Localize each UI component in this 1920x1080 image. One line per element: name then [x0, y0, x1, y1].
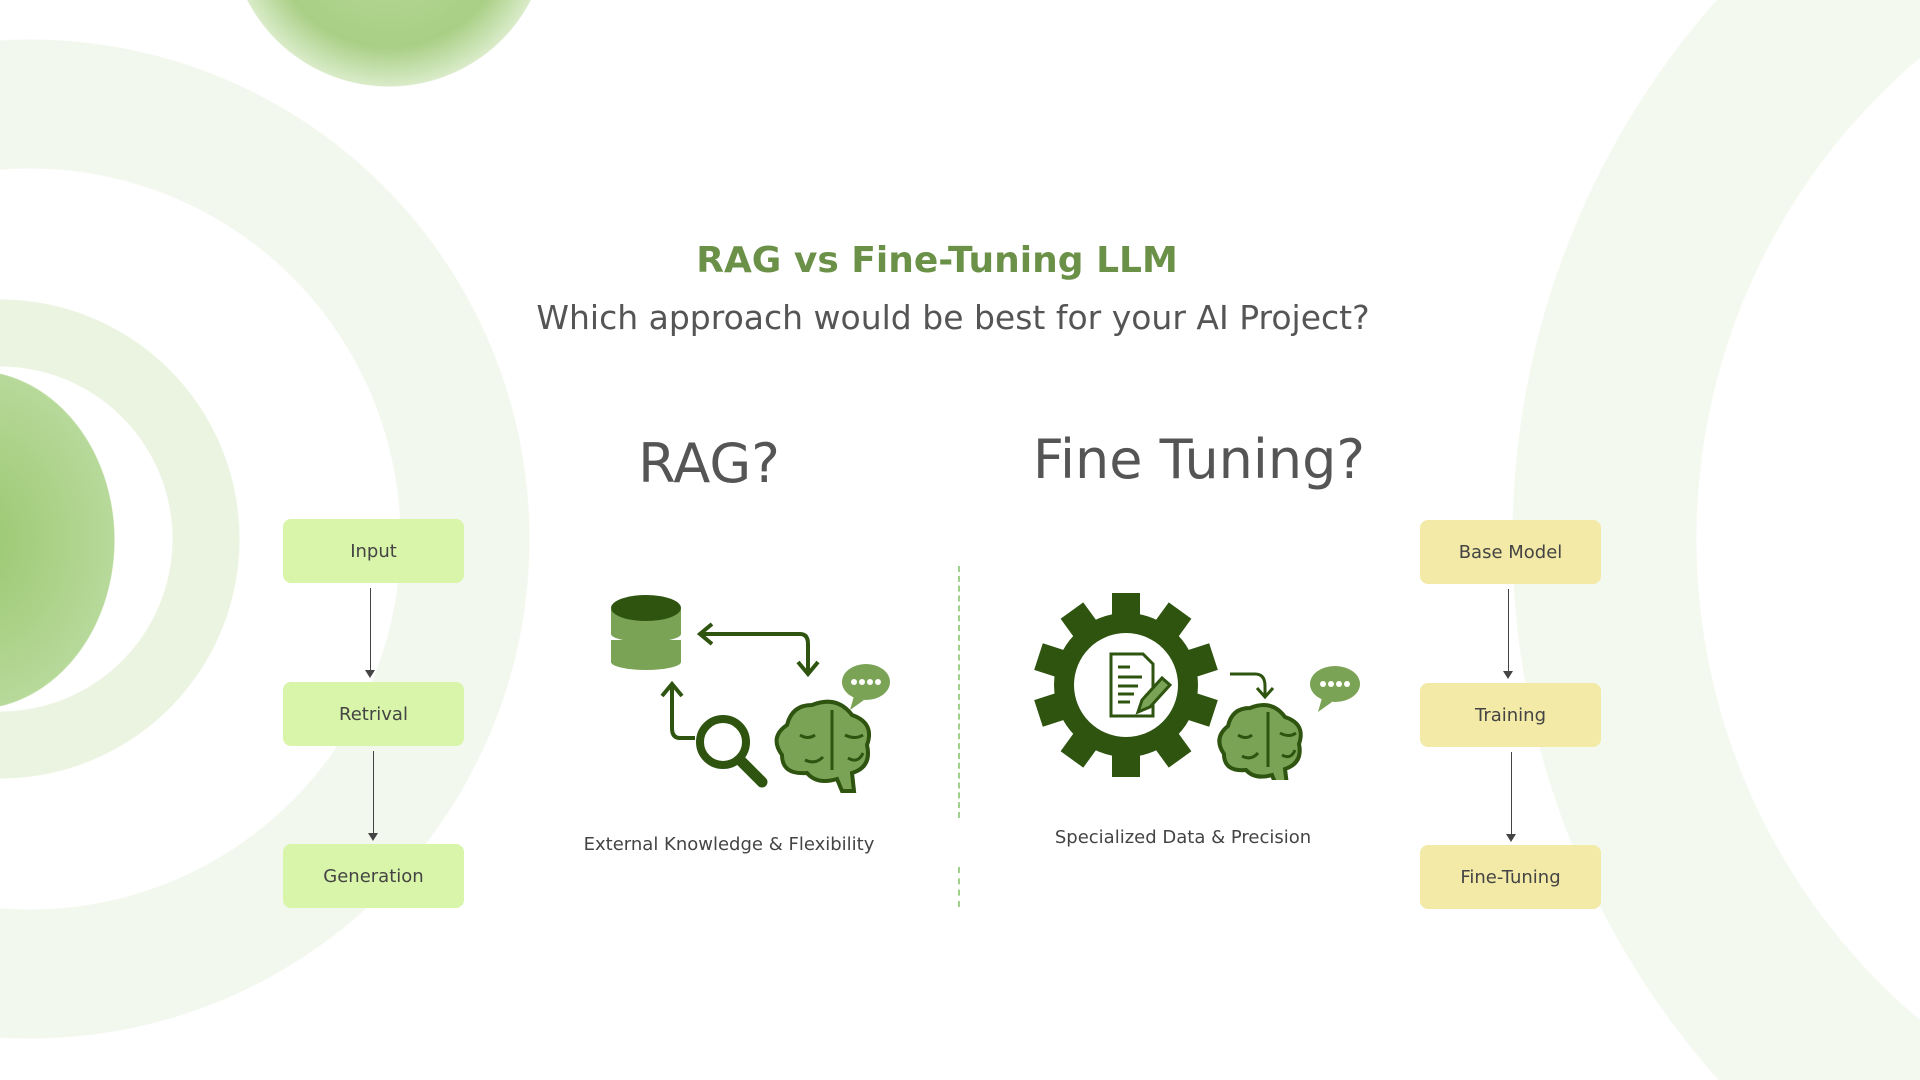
chat-bubble-icon: [1310, 666, 1360, 712]
arrow-down-icon: [1506, 752, 1516, 842]
divider: [958, 867, 960, 907]
rag-caption: External Knowledge & Flexibility: [583, 834, 875, 855]
divider: [958, 566, 960, 818]
document-edit-icon: [1109, 652, 1173, 718]
fine-tuning-caption: Specialized Data & Precision: [1054, 827, 1312, 848]
arrow-down-icon: [368, 751, 378, 841]
ft-step-fine-tuning: Fine-Tuning: [1420, 845, 1601, 909]
arrow-down-icon: [365, 588, 375, 678]
page-title: RAG vs Fine-Tuning LLM: [696, 240, 1178, 281]
rag-step-retrival: Retrival: [283, 682, 464, 746]
rag-heading: RAG?: [638, 432, 780, 495]
brain-icon: [1217, 703, 1303, 780]
rag-step-input: Input: [283, 519, 464, 583]
arrow-down-icon: [1503, 589, 1513, 679]
rag-illustration: [611, 595, 890, 793]
fine-tuning-heading: Fine Tuning?: [1032, 428, 1366, 491]
ft-step-base-model: Base Model: [1420, 520, 1601, 584]
bidirectional-arrow-icon: [660, 622, 820, 740]
rag-step-generation: Generation: [283, 844, 464, 908]
search-icon: [696, 715, 768, 788]
page-subtitle: Which approach would be best for your AI…: [536, 298, 1370, 337]
database-icon: [611, 595, 681, 670]
chat-bubble-icon: [842, 664, 890, 710]
brain-icon: [774, 699, 872, 793]
fine-tuning-illustration: [1034, 593, 1360, 780]
arrow-right-down-icon: [1230, 672, 1275, 700]
ft-step-training: Training: [1420, 683, 1601, 747]
